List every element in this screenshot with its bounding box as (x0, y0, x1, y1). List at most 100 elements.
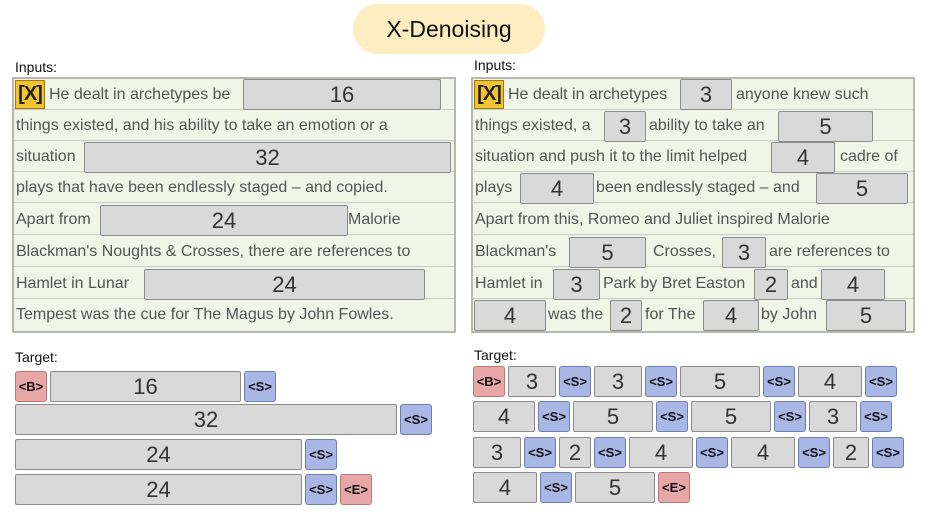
left-row-3: situation 32 (14, 141, 454, 173)
token-sentinel: <S> (400, 404, 432, 435)
row-text: Hamlet in (475, 275, 543, 292)
left-row-8: Tempest was the cue for The Magus by Joh… (14, 299, 454, 330)
row-text: situation (16, 148, 76, 165)
right-inputs-panel: [X] He dealt in archetypes 3 anyone knew… (471, 77, 915, 333)
token-sentinel: <S> (538, 401, 570, 432)
row-text: been endlessly staged – and (596, 179, 800, 196)
mask-span-box: 24 (144, 269, 425, 300)
row-text: Crosses, (653, 243, 717, 260)
target-span-box: 3 (809, 401, 857, 432)
left-row-6: Blackman's Noughts & Crosses, there are … (14, 236, 454, 267)
right-inputs-label: Inputs: (474, 57, 517, 73)
mask-span-box: 16 (243, 79, 441, 110)
mask-span-box: 4 (771, 142, 835, 173)
mask-span-box: 4 (703, 300, 759, 331)
row-text: for The (645, 306, 696, 323)
title-pill: X-Denoising (353, 4, 545, 54)
left-row-4: plays that have been endlessly staged – … (14, 172, 454, 203)
right-row-2: things existed, a 3 ability to take an 5 (473, 110, 913, 142)
token-sentinel: <S> (645, 366, 677, 397)
target-span-box: 2 (559, 437, 591, 468)
target-span-box: 5 (573, 401, 653, 432)
mask-span-box: 24 (100, 205, 348, 236)
left-row-2: things existed, and his ability to take … (14, 110, 454, 141)
row-text: are references to (769, 243, 890, 260)
row-text: plays (475, 179, 513, 196)
token-sentinel: <S> (798, 437, 830, 468)
token-end: <E> (340, 474, 372, 505)
target-span-box: 24 (15, 439, 302, 470)
mask-span-box: 2 (754, 269, 788, 300)
row-text: ability to take an (649, 117, 765, 134)
token-sentinel: <S> (524, 437, 556, 468)
target-span-box: 4 (473, 401, 535, 432)
mask-span-box: 5 (826, 300, 906, 331)
mask-span-box: 3 (553, 269, 600, 300)
right-row-4: plays 4 been endlessly staged – and 5 (473, 172, 913, 204)
row-text: He dealt in archetypes be (49, 86, 231, 103)
row-text: Malorie (348, 211, 401, 228)
row-text: Blackman's Noughts & Crosses, there are … (16, 243, 411, 260)
left-row-1: [X] He dealt in archetypes be 16 (14, 79, 454, 110)
row-text: things existed, and his ability to take … (16, 117, 388, 134)
target-span-box: 2 (833, 437, 869, 468)
target-span-box: 5 (691, 401, 771, 432)
token-begin: <B> (15, 371, 47, 402)
right-row-8: 4 was the 2 for The 4 by John 5 (473, 299, 913, 331)
mask-span-box: 4 (821, 269, 885, 300)
target-span-box: 24 (15, 474, 302, 505)
row-text: Apart from this, Romeo and Juliet inspir… (475, 211, 830, 228)
row-text: by John (761, 306, 818, 323)
left-row-5: Apart from 24 Malorie (14, 204, 454, 236)
row-text: things existed, a (475, 117, 591, 134)
token-sentinel: <S> (865, 366, 897, 397)
row-text: was the (548, 306, 604, 323)
mask-span-box: 5 (816, 173, 908, 204)
left-row-7: Hamlet in Lunar 24 (14, 268, 454, 300)
row-text: Blackman's (475, 243, 557, 260)
row-text: situation and push it to the limit helpe… (475, 148, 748, 165)
target-span-box: 3 (594, 366, 642, 397)
row-text: and (791, 275, 818, 292)
target-span-box: 4 (629, 437, 693, 468)
token-sentinel: <S> (305, 474, 337, 505)
mask-span-box: 5 (569, 237, 646, 268)
right-row-5: Apart from this, Romeo and Juliet inspir… (473, 204, 913, 235)
left-inputs-label: Inputs: (15, 59, 58, 75)
mask-span-box: 5 (778, 111, 873, 142)
right-target-label: Target: (474, 347, 517, 363)
mask-span-box: 2 (610, 300, 642, 331)
target-span-box: 5 (575, 472, 655, 503)
sentinel-x-icon: [X] (15, 80, 45, 109)
row-text: plays that have been endlessly staged – … (16, 179, 388, 196)
target-span-box: 3 (473, 437, 521, 468)
token-sentinel: <S> (540, 472, 572, 503)
right-row-1: [X] He dealt in archetypes 3 anyone knew… (473, 79, 913, 110)
row-text: Park by Bret Easton (603, 275, 746, 292)
sentinel-x-icon: [X] (474, 80, 504, 109)
token-sentinel: <S> (860, 401, 892, 432)
target-span-box: 4 (731, 437, 795, 468)
row-text: Hamlet in Lunar (16, 275, 129, 292)
target-span-box: 5 (680, 366, 760, 397)
mask-span-box: 3 (604, 111, 646, 142)
token-sentinel: <S> (872, 437, 904, 468)
row-text: anyone knew such (736, 86, 869, 103)
mask-span-box: 3 (680, 79, 732, 110)
mask-span-box: 4 (520, 173, 594, 204)
token-sentinel: <S> (774, 401, 806, 432)
token-sentinel: <S> (656, 401, 688, 432)
target-span-box: 4 (798, 366, 862, 397)
mask-span-box: 32 (84, 142, 451, 173)
right-row-3: situation and push it to the limit helpe… (473, 141, 913, 173)
left-target-label: Target: (15, 349, 58, 365)
mask-span-box: 3 (722, 237, 766, 268)
token-begin: <B> (473, 366, 505, 397)
target-span-box: 16 (50, 371, 241, 402)
token-end: <E> (658, 472, 690, 503)
row-text: Apart from (16, 211, 91, 228)
row-text: He dealt in archetypes (508, 86, 668, 103)
row-text: cadre of (840, 148, 898, 165)
target-span-box: 32 (15, 404, 397, 435)
right-row-7: Hamlet in 3 Park by Bret Easton 2 and 4 (473, 268, 913, 300)
